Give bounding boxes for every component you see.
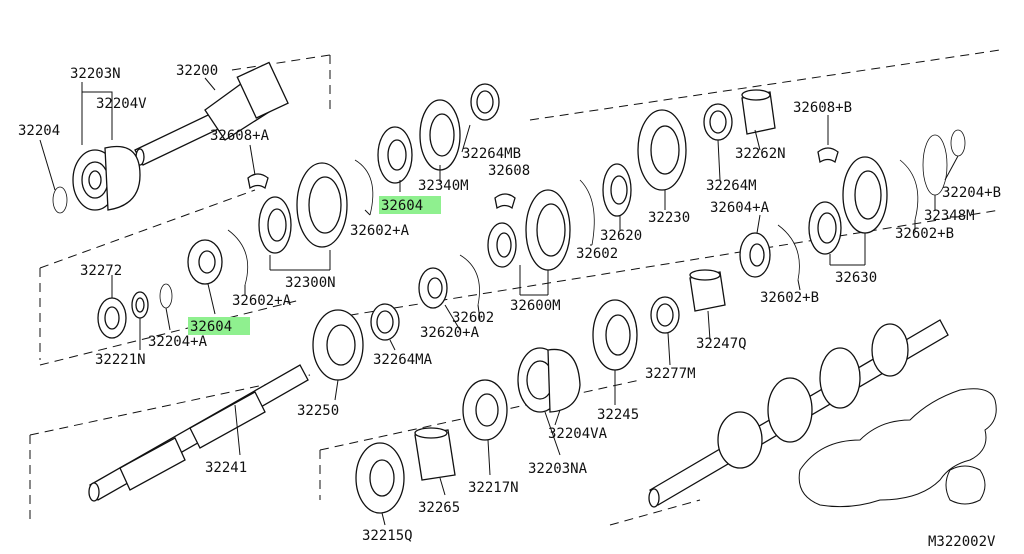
highlight-32604-top — [379, 196, 441, 214]
label-32608-b[interactable]: 32608+B — [793, 100, 852, 116]
label-32608-a[interactable]: 32608+A — [210, 128, 270, 144]
label-32602-mid[interactable]: 32602 — [576, 246, 618, 262]
snap-ring-32602a-top — [354, 159, 374, 216]
gear-32300n-left — [258, 196, 292, 254]
label-32215q[interactable]: 32215Q — [362, 528, 413, 544]
hub-32604-top — [377, 126, 413, 184]
highlight-32604-bottom — [188, 317, 250, 335]
label-32204v[interactable]: 32204V — [96, 96, 147, 112]
bushing-32265 — [414, 427, 456, 481]
label-32203n[interactable]: 32203N — [70, 66, 121, 82]
label-32602-a-bottom[interactable]: 32602+A — [232, 293, 292, 309]
bushing-32262n — [741, 89, 776, 135]
snap-ring-32602b-upper — [899, 159, 919, 221]
gear-32250 — [312, 309, 364, 381]
sleeve-32630 — [842, 156, 888, 234]
label-32247q[interactable]: 32247Q — [696, 336, 747, 352]
label-32204va[interactable]: 32204VA — [548, 426, 608, 442]
gear-32245 — [592, 299, 638, 371]
insert-32608-a — [247, 173, 269, 190]
label-32262n[interactable]: 32262N — [735, 146, 786, 162]
label-32602-b-lower[interactable]: 32602+B — [760, 290, 819, 306]
leader-lines — [39, 77, 959, 526]
frame-lines — [29, 49, 1001, 526]
label-32604-bottom[interactable]: 32604 — [190, 319, 232, 335]
label-32348m[interactable]: 32348M — [924, 208, 975, 224]
bearing-32264mb — [470, 83, 500, 121]
sleeve-32300n-right — [296, 162, 348, 248]
gear-32340m — [419, 99, 461, 171]
label-32204-a[interactable]: 32204+A — [148, 334, 208, 350]
label-32204[interactable]: 32204 — [18, 123, 60, 139]
label-32608[interactable]: 32608 — [488, 163, 530, 179]
bearing-32203na — [517, 347, 581, 413]
label-32217n[interactable]: 32217N — [468, 480, 519, 496]
label-32604-top[interactable]: 32604 — [381, 198, 423, 214]
snap-ring-32204b — [950, 129, 966, 157]
label-32600m[interactable]: 32600M — [510, 298, 561, 314]
label-32203na[interactable]: 32203NA — [528, 461, 588, 477]
bearing-32264m — [703, 103, 733, 141]
label-32630[interactable]: 32630 — [835, 270, 877, 286]
label-32340m[interactable]: 32340M — [418, 178, 469, 194]
label-32620-a[interactable]: 32620+A — [420, 325, 480, 341]
gear-32630-small — [808, 201, 842, 255]
diagram-code: M322002V — [928, 534, 996, 550]
snap-ring-32602-lower — [459, 254, 480, 306]
washer-32221n — [131, 291, 149, 319]
label-32300n[interactable]: 32300N — [285, 275, 336, 291]
bushing-32247q — [689, 269, 726, 312]
label-32265[interactable]: 32265 — [418, 500, 460, 516]
gear-32215q — [355, 442, 405, 514]
label-32245[interactable]: 32245 — [597, 407, 639, 423]
assembled-shaft — [648, 319, 949, 508]
insert-32608-b — [817, 147, 839, 164]
main-shaft-32241 — [88, 364, 309, 502]
hub-32620a — [418, 267, 448, 309]
gasket-outline — [798, 388, 997, 508]
hub-32604a — [739, 232, 771, 278]
snap-ring-32204 — [52, 186, 68, 214]
label-32277m[interactable]: 32277M — [645, 366, 696, 382]
label-32204-b[interactable]: 32204+B — [942, 185, 1001, 201]
snap-ring-32204a — [159, 283, 173, 309]
label-32230[interactable]: 32230 — [648, 210, 690, 226]
bearing-32277m — [650, 296, 680, 334]
label-32264mb[interactable]: 32264MB — [462, 146, 521, 162]
race-32204v — [104, 146, 141, 211]
part-labels: 32203N 32200 32204V 32204 32608+A 32264M… — [18, 63, 1001, 550]
gear-32600m-small — [487, 222, 517, 268]
label-32264m[interactable]: 32264M — [706, 178, 757, 194]
insert-32608 — [494, 193, 516, 210]
gear-32230 — [637, 109, 687, 191]
input-shaft-32200 — [134, 61, 289, 166]
sleeve-32600m — [525, 189, 571, 271]
gear-32217n — [462, 379, 508, 441]
bearing-32272 — [97, 297, 127, 339]
label-32200[interactable]: 32200 — [176, 63, 218, 79]
snap-ring-32602a-bottom — [227, 229, 249, 286]
bearing-32264ma — [370, 303, 400, 341]
label-32602-a-top[interactable]: 32602+A — [350, 223, 410, 239]
snap-ring-32602-mid — [579, 179, 595, 246]
snap-ring-32602b-lower — [777, 224, 800, 281]
label-32264ma[interactable]: 32264MA — [373, 352, 433, 368]
label-32602-lower[interactable]: 32602 — [452, 310, 494, 326]
hub-32620 — [602, 163, 632, 217]
label-32272[interactable]: 32272 — [80, 263, 122, 279]
label-32241[interactable]: 32241 — [205, 460, 247, 476]
label-32620[interactable]: 32620 — [600, 228, 642, 244]
hub-32604-bottom — [187, 239, 223, 285]
label-32250[interactable]: 32250 — [297, 403, 339, 419]
label-32221n[interactable]: 32221N — [95, 352, 146, 368]
label-32602-b-upper[interactable]: 32602+B — [895, 226, 954, 242]
label-32604-a[interactable]: 32604+A — [710, 200, 770, 216]
